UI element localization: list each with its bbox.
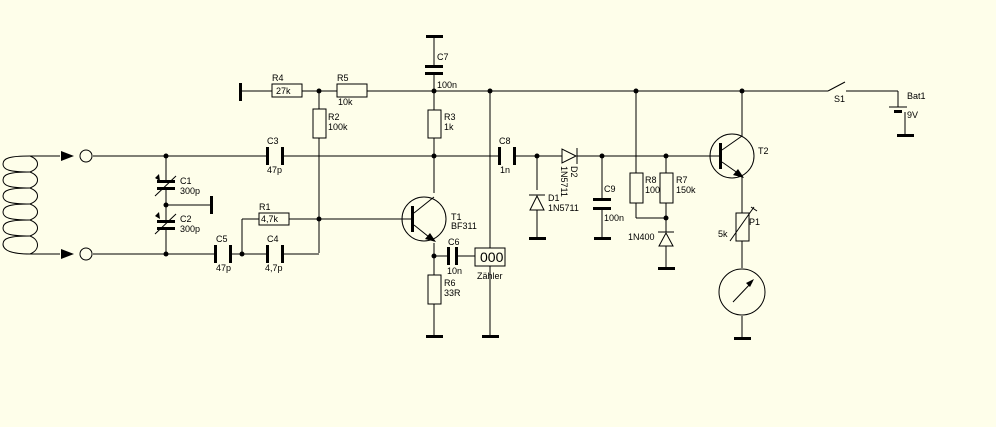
- capacitor-c7[interactable]: C7 100n: [425, 52, 457, 90]
- svg-text:R8: R8: [645, 175, 657, 185]
- arrow-icon: [61, 249, 74, 259]
- junction-dots: [163, 88, 745, 259]
- svg-text:27k: 27k: [276, 86, 291, 96]
- arrow-icon: [61, 151, 74, 161]
- svg-text:C4: C4: [267, 234, 279, 244]
- svg-text:100k: 100k: [645, 185, 665, 195]
- capacitor-c5[interactable]: C5 47p: [214, 234, 232, 273]
- svg-text:9V: 9V: [907, 110, 918, 120]
- svg-text:C9: C9: [604, 184, 616, 194]
- ground-icon: [658, 267, 675, 270]
- svg-text:4,7k: 4,7k: [261, 214, 279, 224]
- svg-text:T1: T1: [451, 212, 462, 222]
- svg-text:10k: 10k: [338, 97, 353, 107]
- capacitor-c8[interactable]: C8 1n: [498, 136, 516, 175]
- svg-text:C5: C5: [216, 234, 228, 244]
- resistor-r8[interactable]: R8 100k: [629, 172, 665, 204]
- svg-text:R3: R3: [444, 112, 456, 122]
- svg-text:C2: C2: [180, 214, 192, 224]
- svg-text:1N5711: 1N5711: [559, 166, 569, 197]
- potentiometer-p1[interactable]: P1 5k: [718, 206, 760, 242]
- capacitor-c6[interactable]: C6 10n: [447, 237, 462, 276]
- ground-icon: [734, 337, 751, 340]
- transistor-t1[interactable]: T1 BF311: [401, 196, 477, 242]
- resistor-r6[interactable]: R6 33R: [427, 274, 461, 305]
- svg-text:P1: P1: [749, 217, 760, 227]
- svg-text:Bat1: Bat1: [907, 91, 926, 101]
- svg-text:33R: 33R: [444, 288, 461, 298]
- svg-text:R6: R6: [444, 278, 456, 288]
- svg-text:1N400: 1N400: [628, 232, 655, 242]
- svg-text:100n: 100n: [604, 213, 624, 223]
- svg-text:D2: D2: [569, 166, 579, 178]
- resistor-r3[interactable]: R3 1k: [427, 109, 456, 139]
- input-terminal[interactable]: [79, 247, 93, 261]
- ground-icon: [210, 196, 213, 214]
- svg-text:BF311: BF311: [451, 221, 477, 231]
- wires: [30, 38, 906, 337]
- diode-d1[interactable]: D1 1N5711: [529, 193, 579, 213]
- resistor-r2[interactable]: R2 100k: [312, 108, 348, 139]
- svg-text:1k: 1k: [444, 122, 454, 132]
- svg-text:R2: R2: [328, 112, 340, 122]
- meter-gauge[interactable]: [718, 268, 766, 316]
- svg-text:10n: 10n: [447, 266, 462, 276]
- variable-capacitor-c2[interactable]: C2 300p: [154, 212, 200, 235]
- switch-s1[interactable]: S1: [827, 81, 846, 104]
- resistor-r4[interactable]: R4 27k: [271, 73, 303, 98]
- svg-text:C7: C7: [437, 52, 449, 62]
- diode-1n400[interactable]: 1N400: [628, 231, 674, 247]
- svg-text:5k: 5k: [718, 229, 728, 239]
- svg-text:C6: C6: [448, 237, 460, 247]
- resistor-r7[interactable]: R7 150k: [659, 172, 696, 204]
- svg-text:47p: 47p: [267, 165, 282, 175]
- svg-text:150k: 150k: [676, 185, 696, 195]
- svg-text:100n: 100n: [437, 80, 457, 90]
- ground-icon: [897, 134, 914, 137]
- antenna-coil: [2, 149, 93, 261]
- ground-icon: [529, 237, 546, 240]
- ground-icon: [426, 35, 443, 38]
- svg-text:R5: R5: [337, 73, 349, 83]
- svg-text:300p: 300p: [180, 224, 200, 234]
- svg-text:R7: R7: [676, 175, 688, 185]
- variable-capacitor-c1[interactable]: C1 300p: [154, 174, 200, 197]
- ground-icon: [482, 335, 499, 338]
- svg-text:R4: R4: [272, 73, 284, 83]
- svg-text:C8: C8: [499, 136, 511, 146]
- resistor-r1[interactable]: R1 4,7k: [258, 202, 290, 226]
- svg-text:C1: C1: [180, 176, 192, 186]
- needle-icon: [746, 279, 754, 287]
- battery-bat1[interactable]: Bat1 9V: [889, 91, 926, 120]
- svg-text:4,7p: 4,7p: [265, 263, 283, 273]
- svg-text:Zähler: Zähler: [477, 271, 503, 281]
- ground-symbols: [210, 35, 914, 340]
- frequency-counter[interactable]: 000 Zähler: [474, 247, 506, 281]
- svg-text:000: 000: [480, 249, 504, 265]
- ground-icon: [239, 83, 242, 101]
- input-terminal[interactable]: [79, 149, 93, 163]
- capacitor-c3[interactable]: C3 47p: [266, 136, 284, 175]
- ground-icon: [594, 237, 611, 240]
- svg-text:300p: 300p: [180, 186, 200, 196]
- resistor-r5[interactable]: R5 10k: [336, 73, 368, 107]
- ground-icon: [426, 335, 443, 338]
- svg-text:D1: D1: [548, 193, 560, 203]
- svg-text:R1: R1: [259, 202, 271, 212]
- svg-text:C3: C3: [267, 136, 279, 146]
- svg-text:100k: 100k: [328, 122, 348, 132]
- capacitor-c9[interactable]: C9 100n: [593, 184, 624, 223]
- svg-text:T2: T2: [758, 146, 769, 156]
- svg-text:S1: S1: [834, 94, 845, 104]
- diode-d2[interactable]: D2 1N5711: [559, 148, 579, 197]
- transistor-t2[interactable]: T2: [709, 133, 769, 179]
- svg-text:47p: 47p: [216, 263, 231, 273]
- svg-text:1N5711: 1N5711: [548, 203, 579, 213]
- svg-text:1n: 1n: [500, 165, 510, 175]
- capacitor-c4[interactable]: C4 4,7p: [265, 234, 284, 273]
